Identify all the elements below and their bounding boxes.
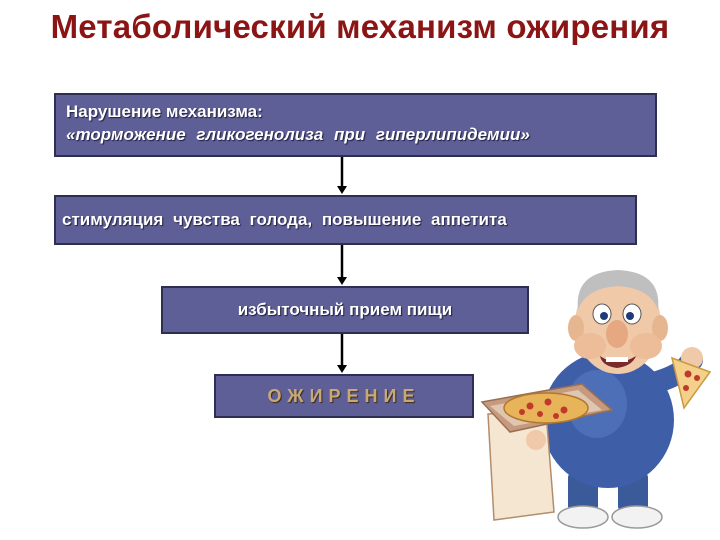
flow-box-excess-food-intake: избыточный прием пищи bbox=[161, 286, 529, 334]
ear bbox=[652, 315, 668, 341]
flow-box-mechanism-disorder-detail: «торможение гликогенолиза при гиперлипид… bbox=[66, 125, 530, 144]
shoe-right bbox=[611, 505, 663, 529]
arrow-down-icon bbox=[337, 334, 347, 373]
arrow-down-icon bbox=[337, 157, 347, 194]
shoe-left bbox=[557, 505, 609, 529]
flow-box-obesity-result: ОЖИРЕНИЕ bbox=[214, 374, 474, 418]
pizza-slice bbox=[670, 356, 712, 410]
flow-box-mechanism-disorder-heading: Нарушение механизма: bbox=[66, 102, 263, 121]
slide-title: Метаболический механизм ожирения bbox=[50, 8, 670, 45]
flow-box-mechanism-disorder: Нарушение механизма: «торможение гликоге… bbox=[54, 93, 657, 157]
pizza bbox=[503, 392, 589, 424]
ear bbox=[568, 315, 584, 341]
hand-left bbox=[526, 430, 546, 450]
man-with-pizza-illustration bbox=[480, 270, 712, 529]
arrow-down-icon bbox=[337, 245, 347, 285]
flow-box-appetite-stimulation: стимуляция чувства голода, повышение апп… bbox=[54, 195, 637, 245]
hair bbox=[577, 270, 659, 310]
nose bbox=[606, 320, 628, 348]
